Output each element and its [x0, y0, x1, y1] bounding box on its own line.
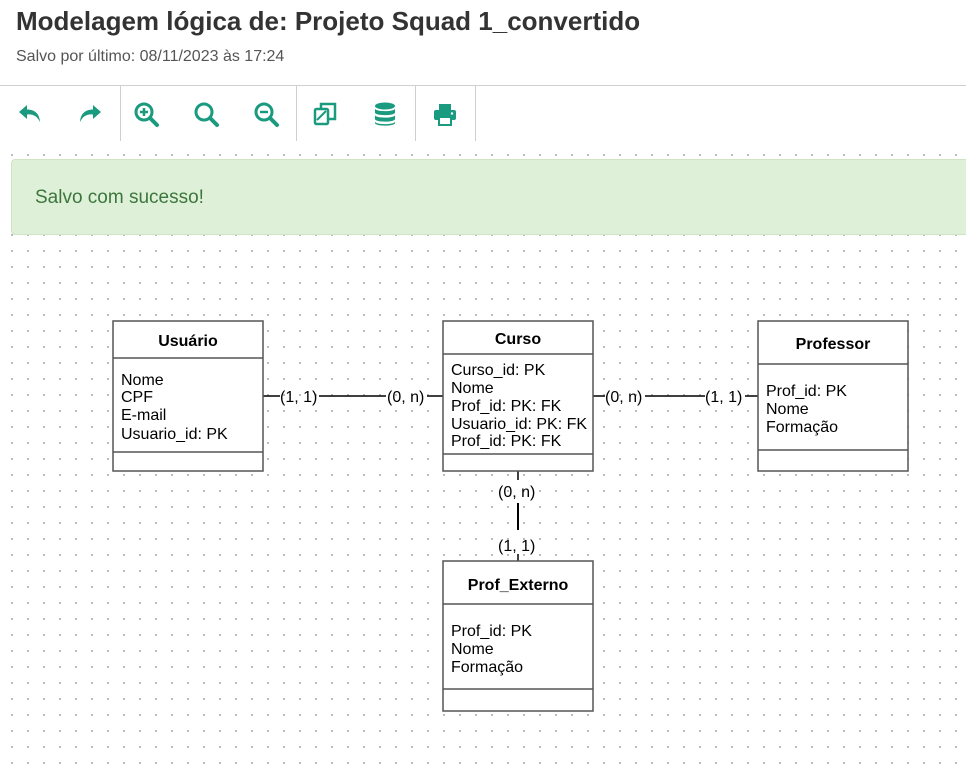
- success-alert: Salvo com sucesso!: [11, 159, 966, 235]
- entity-attribute: Formação: [451, 659, 523, 676]
- undo-icon: [19, 104, 40, 122]
- diagram-toolbar: [0, 85, 966, 142]
- page-header: Modelagem lógica de: Projeto Squad 1_con…: [0, 0, 966, 86]
- history-group: [0, 86, 121, 141]
- tools-group: [295, 86, 416, 141]
- database-button[interactable]: [355, 86, 415, 141]
- zoom-out-icon: [254, 102, 279, 127]
- entity-attribute: Nome: [121, 372, 164, 389]
- rel-usuario-curso[interactable]: (1, 1) (0, n): [263, 389, 443, 406]
- entity-attribute: Usuario_id: PK: FK: [451, 416, 587, 433]
- undo-button[interactable]: [0, 86, 60, 141]
- cardinality-label: (1, 1): [498, 538, 535, 555]
- zoom-reset-button[interactable]: [176, 86, 236, 141]
- entity-attribute: Prof_id: PK: FK: [451, 398, 562, 415]
- zoom-in-button[interactable]: [116, 86, 176, 141]
- success-message: Salvo com sucesso!: [35, 187, 204, 208]
- entity-professor[interactable]: Professor Prof_id: PK Nome Formação: [757, 320, 909, 472]
- cardinality-label: (1, 1): [280, 389, 317, 406]
- entity-attribute: Formação: [766, 419, 838, 436]
- copy-icon: [313, 102, 337, 125]
- entity-title: Prof_Externo: [468, 577, 569, 594]
- print-icon: [434, 103, 456, 126]
- entity-attribute: Prof_id: PK: FK: [451, 433, 562, 450]
- entity-attribute: Prof_id: PK: [451, 623, 532, 640]
- entity-attribute: Nome: [766, 401, 809, 418]
- zoom-out-button[interactable]: [236, 86, 296, 141]
- entity-attribute: Nome: [451, 380, 494, 397]
- entity-title: Professor: [796, 336, 871, 353]
- entity-attribute: Nome: [451, 641, 494, 658]
- redo-button[interactable]: [60, 86, 120, 141]
- entity-attribute: Usuario_id: PK: [121, 426, 228, 443]
- zoom-reset-icon: [194, 102, 219, 127]
- last-saved-timestamp: Salvo por último: 08/11/2023 às 17:24: [16, 48, 285, 65]
- rel-curso-prof-externo[interactable]: (0, n) (1, 1): [498, 471, 535, 561]
- zoom-in-icon: [134, 102, 159, 127]
- entity-attribute: CPF: [121, 389, 153, 406]
- zoom-group: [116, 86, 297, 141]
- entity-attribute: Prof_id: PK: [766, 383, 847, 400]
- page-title: Modelagem lógica de: Projeto Squad 1_con…: [16, 6, 641, 36]
- database-icon: [375, 102, 395, 126]
- redo-icon: [80, 104, 101, 122]
- entity-curso[interactable]: Curso Curso_id: PK Nome Prof_id: PK: FK …: [442, 320, 594, 472]
- rel-curso-professor[interactable]: (0, n) (1, 1): [593, 389, 758, 406]
- cardinality-label: (0, n): [498, 484, 535, 501]
- cardinality-label: (0, n): [387, 389, 424, 406]
- print-button[interactable]: [415, 86, 475, 141]
- cardinality-label: (0, n): [605, 389, 642, 406]
- entity-attribute: Curso_id: PK: [451, 362, 546, 379]
- print-group: [415, 86, 476, 141]
- entity-title: Curso: [495, 331, 541, 348]
- entity-attribute: E-mail: [121, 407, 166, 424]
- copy-button[interactable]: [295, 86, 355, 141]
- entity-usuario[interactable]: Usuário Nome CPF E-mail Usuario_id: PK: [112, 320, 264, 472]
- entity-title: Usuário: [158, 333, 218, 350]
- cardinality-label: (1, 1): [705, 389, 742, 406]
- entity-prof-externo[interactable]: Prof_Externo Prof_id: PK Nome Formação: [442, 560, 594, 712]
